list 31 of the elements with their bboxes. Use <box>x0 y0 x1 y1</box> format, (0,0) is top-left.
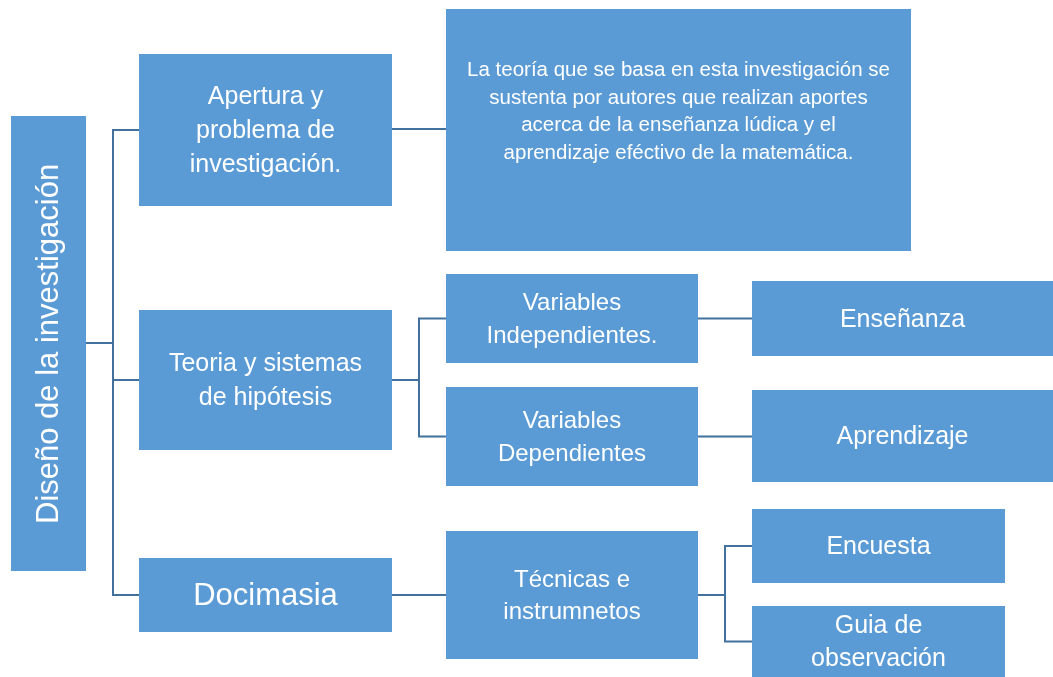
topic-text: Guia de observación <box>810 608 947 674</box>
topic-box <box>446 9 911 251</box>
topic-box <box>752 390 1053 482</box>
connector-line <box>697 317 753 320</box>
connector-line <box>697 594 753 643</box>
topic-box <box>446 274 698 363</box>
topic-text: Diseño de la investigación <box>29 163 67 524</box>
topic-text: Aprendizaje <box>835 420 970 452</box>
topic-box <box>139 54 392 206</box>
topic-box <box>752 606 1005 677</box>
topic-text: Docimasia <box>192 576 339 615</box>
topic-text: Encuesta <box>825 530 932 562</box>
topic-text: Apertura y problema de investigación. <box>188 80 343 179</box>
topic-box <box>446 387 698 486</box>
topic-box <box>446 531 698 659</box>
topic-box <box>752 281 1053 356</box>
connector-line <box>391 594 447 596</box>
connector-line <box>391 128 447 130</box>
topic-text: Enseñanza <box>838 302 967 334</box>
topic-text: Variables Dependientes <box>496 405 648 468</box>
topic-box <box>139 310 392 450</box>
topic-text: La teoría que se basa en esta investigación se sustenta por autores que realizan aportes acerca de la enseñanza lúdica y el aprendizaje eféctivo de la matemática. <box>466 56 891 165</box>
topic-text: Teoria y sistemas de hipótesis <box>167 347 364 412</box>
connector-line <box>391 379 447 438</box>
connector-line <box>85 342 140 596</box>
topic-box <box>11 116 86 571</box>
topic-box <box>752 509 1005 583</box>
topic-text: Técnicas e instrumnetos <box>502 563 642 626</box>
topic-text: Variables Independientes. <box>485 287 659 350</box>
connector-line <box>697 435 753 438</box>
topic-box <box>139 558 392 632</box>
